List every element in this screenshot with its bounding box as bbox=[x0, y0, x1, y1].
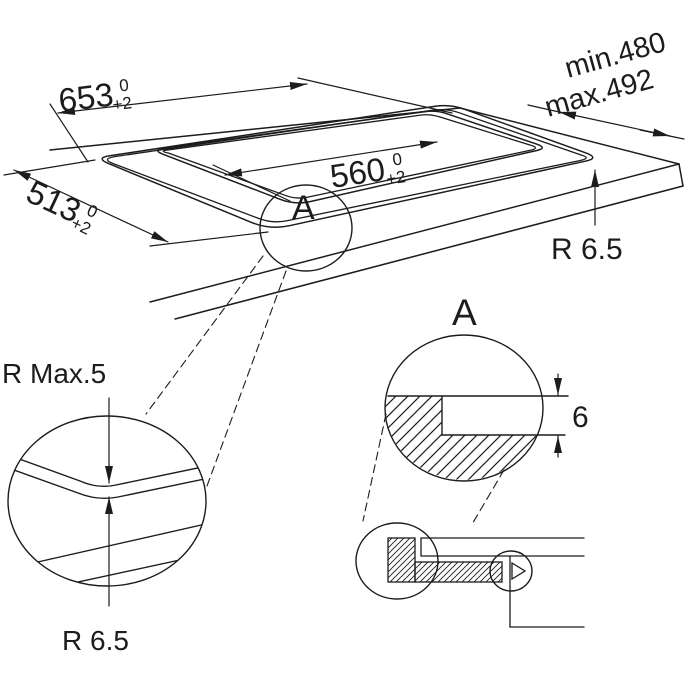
detail-circle-a bbox=[259, 184, 353, 272]
detail-a-leader-dashed bbox=[362, 413, 505, 527]
cutout-outline bbox=[157, 110, 543, 204]
radius-bottom-label: R 6.5 bbox=[62, 625, 129, 656]
main-view-labels: 653 0 +2 513 0 +2 560 0 +2 min.480 max.4… bbox=[21, 26, 669, 266]
recess-outline bbox=[101, 104, 594, 229]
corner-radius-label: R 6.5 bbox=[551, 233, 623, 266]
dim-560-tol-upper: 0 bbox=[391, 149, 403, 169]
hob-body-section bbox=[387, 537, 416, 583]
detail-a-title: A bbox=[452, 292, 477, 333]
detail-a-circle bbox=[384, 334, 544, 482]
dimension-653 bbox=[49, 77, 453, 163]
worktop-cut-edge bbox=[54, 552, 206, 586]
corner-radius-detail bbox=[7, 397, 207, 607]
radius-max-label: R Max.5 bbox=[2, 358, 106, 389]
section-detail-a bbox=[362, 334, 569, 527]
corner-detail-edges bbox=[8, 451, 206, 586]
mounting-section-circle bbox=[355, 522, 439, 600]
hob-glass-section bbox=[414, 561, 503, 583]
detail-a-profile bbox=[387, 395, 569, 436]
detail-a-depth-value: 6 bbox=[572, 401, 589, 434]
dim-653-value: 653 bbox=[56, 76, 115, 119]
seal-detail-circle bbox=[489, 550, 533, 592]
extension-line bbox=[3, 159, 96, 176]
detail-a-marker-label: A bbox=[292, 189, 315, 227]
detail-leader-dashed bbox=[145, 255, 287, 487]
extension-line bbox=[149, 231, 269, 247]
dim-653-tol-lower: +2 bbox=[111, 93, 133, 114]
extension-line bbox=[297, 77, 453, 114]
dim-560-tol-lower: +2 bbox=[385, 167, 407, 189]
detail-a-hatch-area bbox=[385, 396, 537, 480]
worktop-slab-outline bbox=[49, 107, 684, 320]
mounting-section bbox=[355, 522, 585, 628]
dimension-min-max bbox=[527, 104, 685, 140]
dim-653-label: 653 0 +2 bbox=[56, 75, 133, 119]
extension-line bbox=[49, 103, 89, 163]
dim-513-label: 513 0 +2 bbox=[21, 173, 101, 239]
corner-detail-circle bbox=[7, 415, 207, 587]
dim-560-value: 560 bbox=[328, 150, 388, 195]
dim-560-label: 560 0 +2 bbox=[328, 149, 407, 195]
seal-marker-triangle bbox=[511, 561, 527, 581]
dimension-513 bbox=[3, 159, 269, 247]
worktop-cut-edge bbox=[19, 522, 206, 567]
dim-653-tol-upper: 0 bbox=[118, 75, 130, 95]
main-isometric-view bbox=[3, 77, 685, 487]
